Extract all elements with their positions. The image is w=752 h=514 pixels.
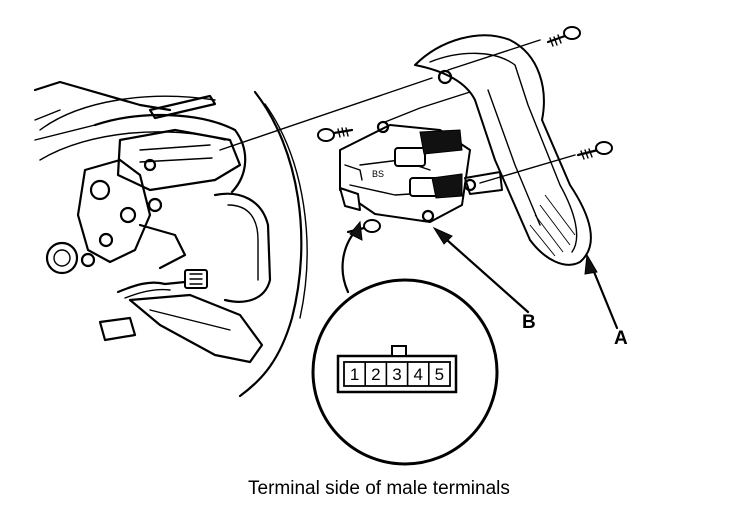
steering-wheel-hub [33,80,272,364]
pin-label-2: 2 [371,365,380,384]
callout-label-a: A [614,328,628,349]
trim-cover-a [414,34,592,266]
steering-wheel-rim [39,90,308,398]
pin-label-5: 5 [435,365,444,384]
detail-arrow [341,220,363,294]
callout-arrow-a [584,253,619,330]
pin-label-4: 4 [413,365,422,384]
svg-text:BS: BS [372,169,384,179]
switch-assembly-b: BS [339,120,471,223]
figure-caption: Terminal side of male terminals [248,478,510,499]
screw-upper-left [317,127,354,142]
column-shaft [148,94,217,120]
callout-arrow-b [432,226,530,314]
connector-face [336,345,458,394]
screw-top [546,26,581,47]
assembly-leader-lines [219,39,576,184]
screw-right [576,141,613,160]
callout-label-b: B [522,312,536,333]
pin-label-1: 1 [350,365,359,384]
pin-label-3: 3 [392,365,401,384]
